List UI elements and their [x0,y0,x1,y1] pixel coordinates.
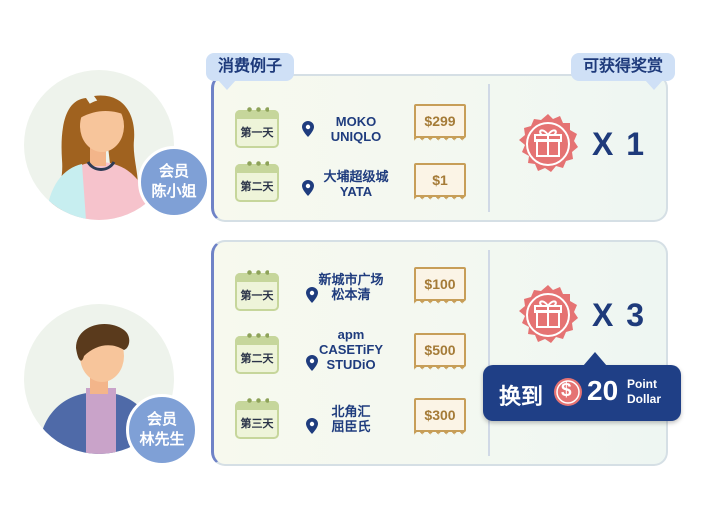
amount-label: $500 [424,342,456,358]
redeem-unit: Point Dollar [627,377,661,407]
location-pin-icon [302,121,314,137]
store-line: 屈臣氏 [331,419,371,434]
receipt-icon: $1 [414,163,466,202]
store-line: 松本清 [331,287,371,302]
member-1-name: 陈小姐 [151,183,197,200]
day-label: 第三天 [240,418,274,430]
calendar-icon: 第一天 [235,106,279,148]
store-line: CASETiFY [318,342,384,357]
calendar-icon: 第一天 [235,269,279,311]
coin-symbol: $ [561,380,572,401]
store-name: 大埔超级城 YATA [311,169,401,199]
examples-tag-label: 消费例子 [218,58,283,75]
store-line: STUDiO [326,357,376,372]
location-pin-icon [306,418,318,434]
rewards-tag-label: 可获得奖赏 [583,58,664,75]
day-label: 第一天 [240,127,274,139]
member-2-badge: 会员 林先生 [126,394,198,466]
amount-label: $299 [424,113,456,129]
store-name: 北角汇 屈臣氏 [306,404,396,434]
location-pin-icon [306,287,318,303]
gift-icon [519,285,578,343]
redeem-value: 20 [587,375,619,406]
reward-multiplier: X 3 [592,297,647,333]
store-name: apm CASETiFY STUDiO [306,327,396,372]
store-name: MOKO UNIQLO [311,114,401,144]
amount-label: $300 [424,407,456,423]
redeem-prefix: 换到 [499,384,544,409]
receipt-icon: $300 [414,398,466,437]
store-line: MOKO [335,114,377,129]
receipt-icon: $500 [414,333,466,372]
gift-icon [519,114,578,172]
store-name: 新城市广场 松本清 [306,272,396,302]
redeem-unit-line: Dollar [627,392,662,406]
store-line: 新城市广场 [318,272,384,287]
calendar-icon: 第二天 [235,160,279,202]
reward-multiplier: X 1 [592,126,647,162]
member-2-name: 林先生 [139,431,185,448]
examples-tag: 消费例子 [206,53,295,90]
member-1-role: 会员 [158,163,189,180]
panel-2-divider [488,250,490,456]
day-label: 第二天 [240,181,274,193]
member-2-role: 会员 [146,411,177,428]
calendar-icon: 第二天 [235,332,279,374]
store-line: YATA [339,184,373,199]
redeem-unit-line: Point [627,377,657,391]
amount-label: $1 [432,172,448,188]
female-avatar [46,95,152,220]
store-line: 北角汇 [331,404,371,419]
panel-1-divider [488,84,490,212]
day-label: 第二天 [240,353,274,365]
day-label: 第一天 [240,290,274,302]
rewards-tag: 可获得奖赏 [571,53,676,90]
store-line: UNIQLO [330,129,382,144]
redeem-box: 换到 $ 20 Point Dollar [483,352,681,421]
member-1-badge: 会员 陈小姐 [138,146,210,218]
calendar-icon: 第三天 [235,397,279,439]
dollar-coin-icon [554,378,582,406]
receipt-icon: $299 [414,104,466,143]
store-line: apm [337,327,365,342]
receipt-icon: $100 [414,267,466,306]
location-pin-icon [306,355,318,371]
store-line: 大埔超级城 [323,169,389,184]
amount-label: $100 [424,276,456,292]
location-pin-icon [302,180,314,196]
